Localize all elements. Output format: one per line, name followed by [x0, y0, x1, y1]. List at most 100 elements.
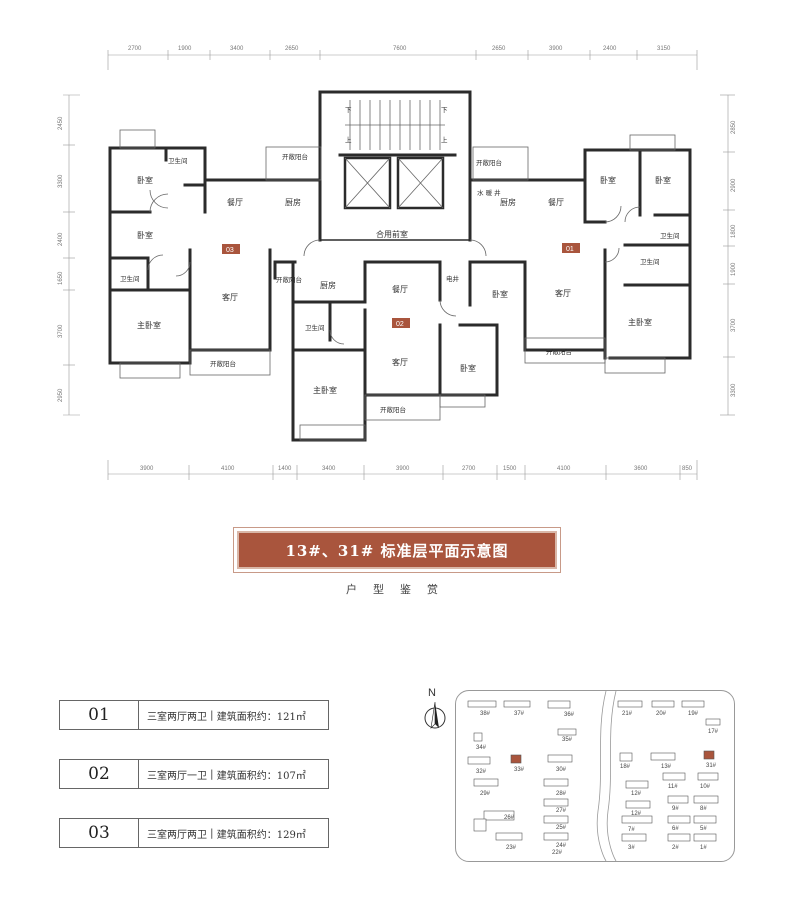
unit-area: 建筑面积约：107㎡ — [216, 770, 306, 782]
u02-balcony-label: 开敞阳台 — [380, 405, 406, 414]
dim-top-8: 2400 — [603, 46, 617, 52]
u03-balcony1-label: 开敞阳台 — [282, 152, 308, 161]
core-up2: 上 — [441, 135, 448, 144]
bldg-12a: 12# — [631, 791, 642, 797]
unit-number: 03 — [60, 819, 139, 847]
bldg-23: 23# — [506, 845, 517, 851]
bldg-12b: 12# — [631, 811, 642, 817]
u02-bath-label: 卫生间 — [305, 323, 325, 332]
site-map-svg: 38# 37# 36# 21# 20# 19# 35# 17# 34# 32# … — [467, 690, 721, 862]
dim-right-5: 3700 — [731, 318, 737, 332]
bldg-9: 9# — [672, 806, 679, 812]
dim-right-4: 1900 — [731, 262, 737, 276]
site-map: 38# 37# 36# 21# 20# 19# 35# 17# 34# 32# … — [455, 690, 735, 862]
u02-master-label: 主卧室 — [313, 385, 337, 395]
unit-type: 三室两厅一卫 — [147, 770, 207, 782]
bldg-11: 11# — [668, 784, 678, 790]
subtitle: 户型鉴赏 — [300, 581, 500, 597]
dim-right-2: 2900 — [731, 178, 737, 192]
dim-right-3: 1800 — [731, 224, 737, 238]
unit-type: 三室两厅两卫 — [147, 829, 207, 841]
u01-bedroom2-label: 卧室 — [655, 175, 671, 185]
dim-top-4: 2650 — [285, 46, 299, 52]
subtitle-char-4: 赏 — [427, 583, 454, 596]
bldg-33: 33# — [514, 767, 525, 773]
north-arrow-icon — [424, 701, 446, 729]
bldg-38: 38# — [480, 711, 491, 717]
dim-top-6: 2650 — [492, 46, 506, 52]
dim-top-3: 3400 — [230, 46, 244, 52]
dim-top-2: 1900 — [178, 46, 192, 52]
unit-area: 建筑面积约：129㎡ — [216, 829, 306, 841]
dim-bottom-10: 850 — [682, 466, 693, 472]
bldg-26: 26# — [504, 815, 515, 821]
u02-bedroom2-label: 卧室 — [460, 363, 476, 373]
dim-bottom-9: 3600 — [634, 466, 648, 472]
core-elec-shaft: 电井 — [446, 274, 460, 283]
bldg-21: 21# — [622, 711, 633, 717]
unit-tag-03 — [222, 244, 240, 254]
u03-bath1-label: 卫生间 — [168, 156, 188, 165]
bldg-37: 37# — [514, 711, 525, 717]
core-down2: 下 — [441, 106, 448, 114]
dim-left-4: 1650 — [58, 271, 64, 285]
unit-row-01: 01 三室两厅两卫 | 建筑面积约：121㎡ — [59, 700, 329, 730]
dim-bottom-2: 4100 — [221, 466, 235, 472]
bldg-25: 25# — [556, 825, 567, 831]
dim-left-2: 3300 — [58, 174, 64, 188]
u01-bedroom1-label: 卧室 — [600, 175, 616, 185]
bldg-3: 3# — [628, 845, 635, 851]
dim-bottom-5: 3900 — [396, 466, 410, 472]
u02-living-label: 客厅 — [392, 357, 408, 367]
unit-row-02: 02 三室两厅一卫 | 建筑面积约：107㎡ — [59, 759, 329, 789]
bldg-30: 30# — [556, 767, 567, 773]
u01-kitchen-label: 厨房 — [500, 197, 516, 207]
unit-description: 三室两厅两卫 | 建筑面积约：129㎡ — [147, 827, 306, 841]
bldg-19: 19# — [688, 711, 699, 717]
subtitle-char-1: 户 — [346, 583, 373, 596]
u03-master-label: 主卧室 — [137, 320, 161, 330]
bldg-27: 27# — [556, 808, 567, 814]
unit-row-03: 03 三室两厅两卫 | 建筑面积约：129㎡ — [59, 818, 329, 848]
bldg-7: 7# — [628, 827, 635, 833]
u01-dining-label: 餐厅 — [548, 198, 564, 207]
u01-master-label: 主卧室 — [628, 317, 652, 327]
bldg-31: 31# — [706, 763, 717, 769]
dim-bottom-8: 4100 — [557, 466, 571, 472]
unit-tag-01 — [562, 243, 580, 253]
unit-area: 建筑面积约：121㎡ — [216, 711, 306, 723]
bldg-24: 24# — [556, 843, 567, 849]
u03-bedroom2-label: 卧室 — [137, 230, 153, 240]
core-down1: 下 — [345, 106, 352, 114]
bldg-36: 36# — [564, 712, 575, 718]
bldg-20: 20# — [656, 711, 667, 717]
subtitle-char-2: 型 — [373, 583, 400, 596]
u02-dining-label: 餐厅 — [392, 285, 408, 294]
u01-living-label: 客厅 — [555, 288, 571, 298]
u03-dining-label: 餐厅 — [227, 198, 243, 207]
bldg-10: 10# — [700, 784, 711, 790]
u02-kitchen-label: 厨房 — [320, 280, 336, 290]
floor-plan: 卧室 卫生间 卧室 餐厅 厨房 卫生间 客厅 主卧室 开敞阳台 开敞阳台 开敞阳… — [63, 50, 735, 480]
dim-top-5: 7600 — [393, 46, 407, 52]
u03-balcony2-label: 开敞阳台 — [210, 359, 236, 368]
dim-left-3: 2400 — [58, 232, 64, 246]
unit-description: 三室两厅两卫 | 建筑面积约：121㎡ — [147, 709, 306, 723]
unit-number: 01 — [60, 701, 139, 729]
dim-left-1: 2450 — [58, 116, 64, 130]
bldg-18: 18# — [620, 764, 631, 770]
unit-description: 三室两厅一卫 | 建筑面积约：107㎡ — [147, 768, 306, 782]
dim-bottom-7: 1500 — [503, 466, 517, 472]
dim-right-6: 3300 — [731, 383, 737, 397]
dim-bottom-6: 2700 — [462, 466, 476, 472]
unit-number: 02 — [60, 760, 139, 788]
dim-top-9: 3150 — [657, 46, 671, 52]
bldg-32: 32# — [476, 769, 487, 775]
title-banner: 13#、31# 标准层平面示意图 — [237, 531, 557, 569]
u03-balcony3-label: 开敞阳台 — [276, 275, 302, 284]
bldg-22: 22# — [552, 850, 563, 856]
u03-bedroom1-label: 卧室 — [137, 175, 153, 185]
unit-type: 三室两厅两卫 — [147, 711, 207, 723]
subtitle-char-3: 鉴 — [400, 583, 427, 596]
core-lobby-label: 合用前室 — [376, 229, 408, 239]
